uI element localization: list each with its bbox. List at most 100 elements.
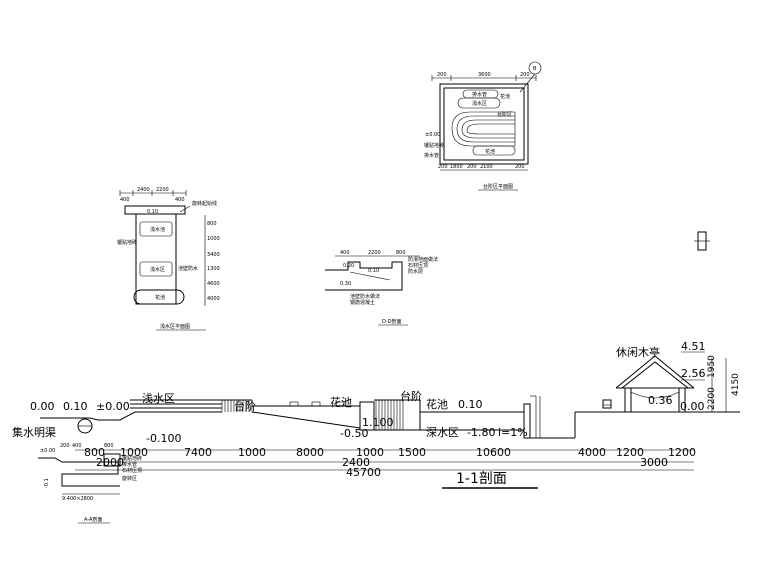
section-aa: ±0.00 200 400 800 镶贴地砖 排水管 石材压顶 旋转区 -0.1… bbox=[38, 443, 142, 524]
dd-elev-1: 0.20 bbox=[343, 263, 354, 269]
label-steps-2: 台阶 bbox=[400, 389, 422, 403]
elev-5: 1.100 bbox=[362, 416, 394, 429]
dim-top-9: 4000 bbox=[578, 446, 606, 459]
dd-label-1: 防滑地面做法 bbox=[408, 256, 438, 263]
elev-6: -0.50 bbox=[340, 427, 368, 440]
dd-dim-2: 2200 bbox=[368, 250, 381, 256]
section-title: 1-1剖面 bbox=[456, 471, 507, 487]
label-steps-1: 台阶 bbox=[234, 399, 256, 413]
aa-label-2: 排水管 bbox=[122, 461, 137, 468]
aa-elev-1: ±0.00 bbox=[40, 448, 55, 454]
shallow-side-2: 1000 bbox=[207, 236, 220, 242]
elev-3: ±0.00 bbox=[96, 400, 130, 413]
step-dim-top-3: 200 bbox=[520, 72, 530, 78]
dd-elev-3: 0.30 bbox=[340, 281, 351, 287]
dim-bot-2: 2400 bbox=[342, 456, 370, 469]
step-label-tile: 镶贴地砖 bbox=[424, 142, 444, 149]
elev-12: 0.00 bbox=[680, 400, 705, 413]
label-deep-area: 深水区 bbox=[426, 426, 459, 439]
aa-dim-2: 400 bbox=[72, 443, 82, 449]
shallow-dim-4: 400 bbox=[175, 197, 185, 203]
shallow-dim-2: 2400 bbox=[137, 187, 150, 193]
step-dim-bot-1: 200 bbox=[438, 164, 448, 170]
dim-top-8: 10600 bbox=[476, 446, 511, 459]
dd-label-5: 钢筋混凝土 bbox=[350, 299, 375, 306]
dim-bot-3: 3000 bbox=[640, 456, 668, 469]
elev-2: 0.10 bbox=[63, 400, 88, 413]
aa-title: A-A剖面 bbox=[84, 516, 102, 523]
dim-total: 45700 bbox=[346, 466, 381, 479]
elev-8: 0.10 bbox=[458, 398, 483, 411]
dim-top-2: 1000 bbox=[120, 446, 148, 459]
steps-1-hatch bbox=[221, 400, 253, 412]
step-label-flower-bottom: 花池 bbox=[485, 148, 495, 155]
dd-label-3: 防水层 bbox=[408, 268, 423, 275]
step-dim-bot-3: 200 bbox=[467, 164, 477, 170]
dim-top-5: 8000 bbox=[296, 446, 324, 459]
plan-step-area: 200 3600 200 B 排水管 浅水区 台阶区 花池 花池 ±0.00 镶… bbox=[424, 61, 542, 191]
step-elev: ±0.00 bbox=[425, 132, 440, 138]
shallow-label-start: 旋转起始线 bbox=[192, 200, 217, 207]
aa-dim-1: 200 bbox=[60, 443, 70, 449]
dim-right-3: 4150 bbox=[731, 373, 741, 396]
dd-elev-2: 0.10 bbox=[368, 268, 379, 274]
shallow-label-area: 浅水区 bbox=[150, 266, 165, 273]
dim-top-1: 800 bbox=[84, 446, 105, 459]
elev-11: 0.36 bbox=[648, 394, 673, 407]
step-plan-title: 台阶区平面图 bbox=[483, 183, 513, 190]
aa-dim-3: 800 bbox=[104, 443, 114, 449]
shallow-elev: 0.10 bbox=[147, 209, 158, 215]
shallow-label-tile: 镶贴地砖 bbox=[117, 239, 137, 246]
section-marker-label: B bbox=[533, 66, 537, 72]
shallow-plan-title: 浅水区平面图 bbox=[160, 323, 190, 330]
elev-9: 4.51 bbox=[681, 340, 706, 353]
elev-10: 2.56 bbox=[681, 367, 706, 380]
step-dim-top-1: 200 bbox=[437, 72, 447, 78]
label-shallow-area: 浅水区 bbox=[142, 392, 175, 405]
dim-top-11: 1200 bbox=[668, 446, 696, 459]
shallow-dim-1: 400 bbox=[120, 197, 130, 203]
elev-4: -0.100 bbox=[146, 432, 181, 445]
shallow-side-5: 4600 bbox=[207, 281, 220, 287]
step-curves bbox=[451, 111, 516, 147]
shallow-side-6: 4000 bbox=[207, 296, 220, 302]
label-flower-1: 花池 bbox=[330, 396, 352, 409]
step-label-step-area: 台阶区 bbox=[497, 111, 512, 118]
shallow-dim-3: 2200 bbox=[156, 187, 169, 193]
section-1-1: 浅水区 台阶 花池 台阶 花池 深水区 集水明渠 休闲木亭 i=1% 0.00 … bbox=[12, 340, 741, 489]
dim-right-1: 1950 bbox=[707, 355, 717, 378]
elev-7: -1.80 bbox=[467, 426, 495, 439]
step-label-drain: 排水管 bbox=[472, 91, 487, 98]
step-label-flower-top: 花池 bbox=[500, 93, 510, 100]
step-label-shallow: 浅水区 bbox=[472, 100, 487, 107]
flower-pit-1 bbox=[359, 401, 375, 431]
aa-label-3: 石材压顶 bbox=[122, 467, 142, 474]
dim-top-7: 1500 bbox=[398, 446, 426, 459]
dim-top-10: 1200 bbox=[616, 446, 644, 459]
dd-dim-1: 400 bbox=[340, 250, 350, 256]
step-dim-top-2: 3600 bbox=[478, 72, 491, 78]
shallow-side-4: 1300 bbox=[207, 266, 220, 272]
dim-top-4: 1000 bbox=[238, 446, 266, 459]
detail-mark bbox=[694, 231, 710, 251]
label-flower-2: 花池 bbox=[426, 398, 448, 411]
steps-2-hatch bbox=[375, 400, 404, 430]
aa-elev-2: -0.1 bbox=[44, 478, 50, 488]
dim-top-6: 1000 bbox=[356, 446, 384, 459]
elev-1: 0.00 bbox=[30, 400, 55, 413]
aa-label-4: 旋转区 bbox=[122, 475, 137, 482]
dd-label-4: 池壁防水做法 bbox=[350, 293, 380, 300]
label-pavilion: 休闲木亭 bbox=[616, 345, 660, 359]
dd-title: D-D剖面 bbox=[382, 318, 402, 325]
step-dim-bot-2: 1800 bbox=[450, 164, 463, 170]
pavilion bbox=[602, 355, 695, 413]
shallow-label-pool: 浅水池 bbox=[150, 226, 165, 233]
aa-label-1: 镶贴地砖 bbox=[122, 455, 142, 462]
section-dd: 400 2200 800 0.20 0.10 0.30 防滑地面做法 石材压顶 … bbox=[325, 250, 438, 326]
shallow-side-3: 3400 bbox=[207, 252, 220, 258]
step-dim-bot-5: 200 bbox=[515, 164, 525, 170]
step-dim-bot-4: 2100 bbox=[480, 164, 493, 170]
plan-shallow-area: 400 2400 2200 400 0.10 浅水池 浅水区 花池 镶贴地砖 池… bbox=[117, 187, 220, 331]
